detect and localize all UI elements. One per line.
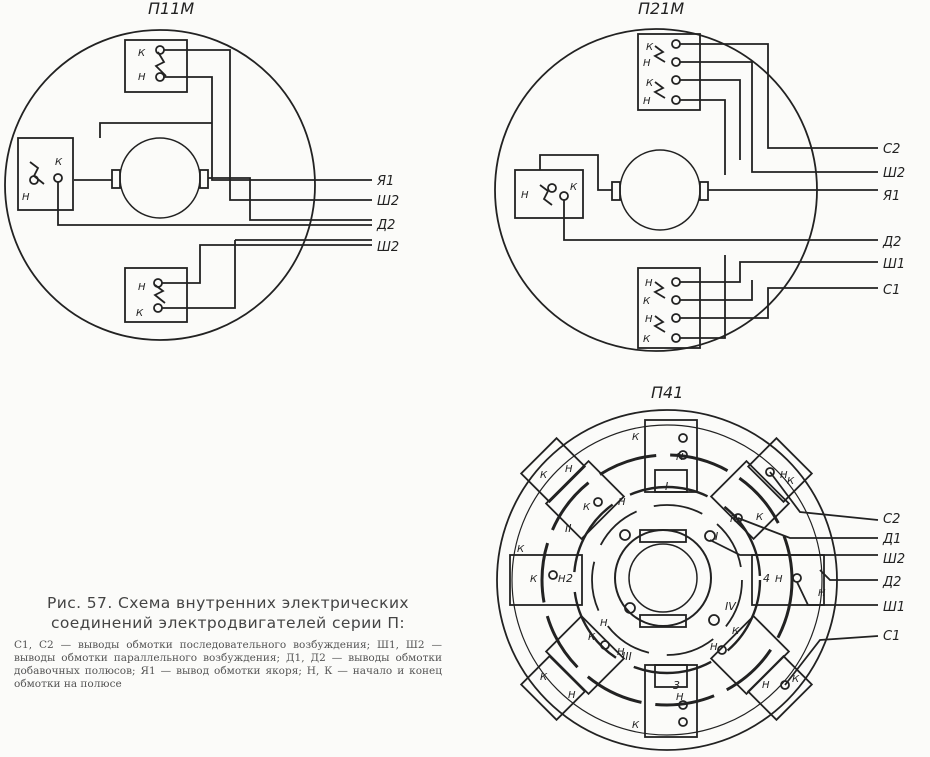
svg-text:Н: Н xyxy=(645,278,653,289)
svg-text:Н: Н xyxy=(521,190,529,201)
svg-text:К: К xyxy=(530,574,538,585)
svg-text:IV: IV xyxy=(725,600,737,613)
svg-text:К: К xyxy=(646,42,654,53)
svg-text:Н: Н xyxy=(643,58,651,69)
caption-text: С1, С2 — выводы обмотки последовательног… xyxy=(14,639,442,690)
svg-text:Н: Н xyxy=(780,470,788,481)
svg-text:К: К xyxy=(756,512,764,523)
svg-text:Н: Н xyxy=(617,647,625,658)
p41-lead-3: Д2 xyxy=(882,575,901,590)
p41-labels: К Н К Н К Н К К Н Н К Н К Н Н Н К Н К Н … xyxy=(517,432,905,731)
p21m-title: П21М xyxy=(638,0,684,18)
svg-text:К: К xyxy=(588,632,596,643)
svg-text:Н: Н xyxy=(775,574,783,585)
svg-text:К: К xyxy=(632,720,640,731)
svg-text:I: I xyxy=(665,480,668,493)
p21m-lead-5: С1 xyxy=(883,283,900,298)
svg-text:3: 3 xyxy=(673,679,680,692)
svg-text:Н: Н xyxy=(710,642,718,653)
p11m-armature xyxy=(119,137,201,219)
svg-text:2: 2 xyxy=(566,572,573,585)
p41-frame-inner xyxy=(511,424,823,736)
svg-text:Н: Н xyxy=(762,680,770,691)
svg-text:I: I xyxy=(715,530,718,543)
diagram-p21m: П21М xyxy=(494,0,878,352)
svg-text:Н: Н xyxy=(22,192,30,203)
svg-text:Н: Н xyxy=(618,497,626,508)
p21m-armature xyxy=(619,149,701,231)
p21m-labels: К Н К Н Н К Н К Н К С2 Ш2 Я1 Д2 Ш1 С1 xyxy=(521,42,905,345)
svg-text:К: К xyxy=(136,308,144,319)
svg-text:Н: Н xyxy=(565,464,573,475)
svg-text:Н: Н xyxy=(138,282,146,293)
p11m-labels: К Н К Н Н К Я1 Ш2 Д2 Ш2 xyxy=(22,48,399,319)
p11m-lead-2: Д2 xyxy=(376,218,395,233)
svg-text:III: III xyxy=(622,650,632,663)
p41-lead-0: С2 xyxy=(883,512,900,527)
svg-text:К: К xyxy=(583,502,591,513)
svg-text:Н: Н xyxy=(645,314,653,325)
p11m-lead-1: Ш2 xyxy=(377,194,399,209)
svg-text:К: К xyxy=(632,432,640,443)
p41-lead-4: Ш1 xyxy=(883,600,905,615)
figure-caption: Рис. 57. Схема внутренних электрических … xyxy=(14,593,442,691)
p41-frame-outer xyxy=(496,409,838,751)
svg-text:К: К xyxy=(540,470,548,481)
svg-text:К: К xyxy=(570,182,578,193)
diagram-p41: П41 xyxy=(496,383,879,751)
svg-text:Н: Н xyxy=(600,618,608,629)
svg-text:К: К xyxy=(138,48,146,59)
svg-text:Н: Н xyxy=(676,452,684,463)
p21m-lead-2: Я1 xyxy=(882,189,900,204)
p21m-pole-bottom xyxy=(637,267,701,349)
caption-title: Рис. 57. Схема внутренних электрических … xyxy=(47,594,409,632)
svg-text:К: К xyxy=(517,544,525,555)
svg-text:4: 4 xyxy=(763,572,770,585)
svg-text:К: К xyxy=(643,334,651,345)
p11m-pole-bottom xyxy=(124,267,188,323)
svg-text:Н: Н xyxy=(138,72,146,83)
p11m-pole-top xyxy=(124,39,188,93)
p21m-lead-4: Ш1 xyxy=(883,257,905,272)
svg-text:К: К xyxy=(540,672,548,683)
p11m-title: П11М xyxy=(148,0,194,18)
svg-text:Н: Н xyxy=(676,692,684,703)
diagram-p11m: П11М xyxy=(4,0,372,341)
svg-text:К: К xyxy=(732,626,740,637)
p41-lead-2: Ш2 xyxy=(883,552,905,567)
p21m-pole-left xyxy=(514,169,584,219)
svg-text:К: К xyxy=(787,476,795,487)
p11m-lead-3: Ш2 xyxy=(377,240,399,255)
svg-text:II: II xyxy=(565,522,572,535)
p21m-lead-3: Д2 xyxy=(882,235,901,250)
svg-text:К: К xyxy=(646,78,654,89)
p11m-frame xyxy=(4,29,316,341)
svg-text:Н: Н xyxy=(643,96,651,107)
p41-pole-left xyxy=(509,554,583,606)
svg-text:Н: Н xyxy=(818,588,826,599)
p11m-lead-0: Я1 xyxy=(376,174,394,189)
svg-text:Н: Н xyxy=(558,574,566,585)
svg-text:Н: Н xyxy=(568,690,576,701)
svg-text:К: К xyxy=(55,157,63,168)
p41-lead-1: Д1 xyxy=(882,532,901,547)
p11m-pole-left xyxy=(17,137,74,211)
svg-text:К: К xyxy=(643,296,651,307)
p21m-pole-top xyxy=(637,33,701,111)
svg-text:К: К xyxy=(792,674,800,685)
p41-pole-bottom xyxy=(644,664,698,738)
p41-title: П41 xyxy=(651,383,683,402)
svg-text:Н: Н xyxy=(730,514,738,525)
p41-lead-5: С1 xyxy=(883,629,900,644)
p21m-lead-0: С2 xyxy=(883,142,900,157)
p21m-lead-1: Ш2 xyxy=(883,166,905,181)
